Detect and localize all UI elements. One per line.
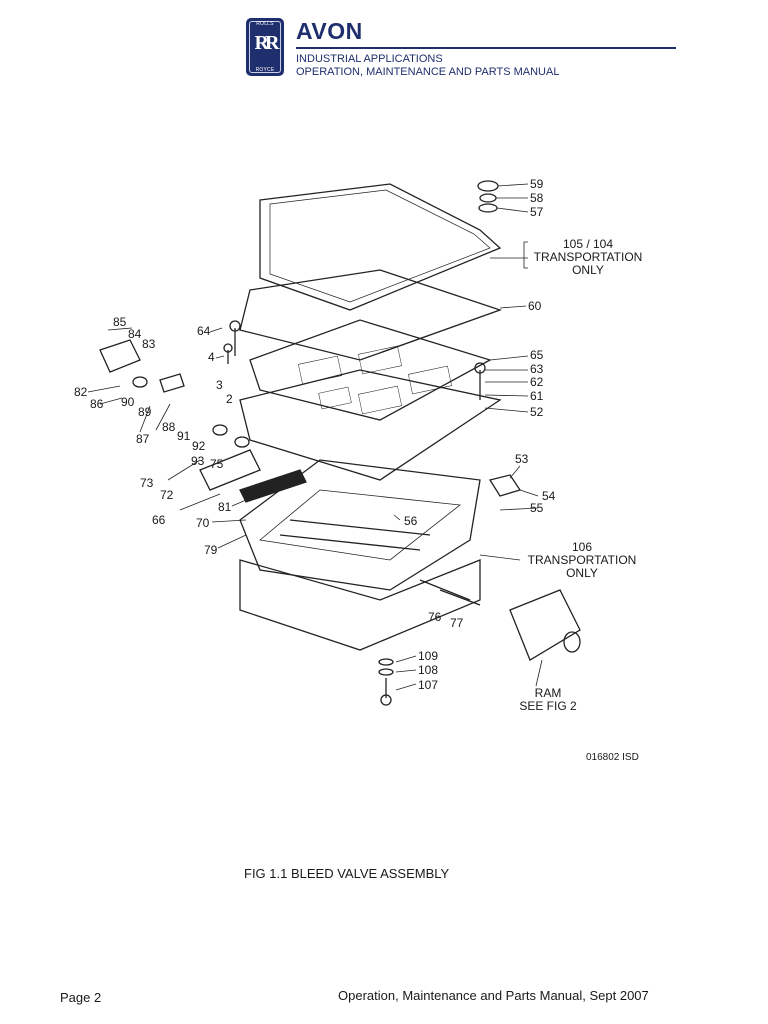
element-81 (239, 469, 307, 503)
top-cover-plate (259, 183, 502, 311)
callout-109: 109 (418, 649, 439, 663)
callout-105-104: 105 / 104 (562, 237, 614, 251)
logo-monogram: RR (254, 32, 280, 54)
callout-105-note-1: TRANSPORTATION (533, 250, 643, 264)
callout-108: 108 (418, 663, 439, 677)
callout-52: 52 (530, 405, 544, 419)
header-rule (296, 47, 676, 49)
callout-62: 62 (530, 375, 544, 389)
callout-64: 64 (197, 324, 211, 338)
manual-title-footer: Operation, Maintenance and Parts Manual,… (338, 988, 649, 1003)
callout-88: 88 (162, 420, 176, 434)
callout-86: 86 (90, 397, 104, 411)
callout-4: 4 (208, 350, 215, 364)
washer-91 (234, 436, 250, 448)
washer-58 (479, 193, 497, 203)
drawing-number: 016802 ISD (586, 752, 639, 763)
ram-fitting (509, 589, 581, 661)
callout-ram: RAM (534, 686, 562, 700)
callout-75: 75 (210, 457, 224, 471)
diagram-drawing (87, 180, 581, 706)
callout-76: 76 (428, 610, 442, 624)
nut-109 (378, 658, 394, 666)
washer-57 (478, 203, 498, 213)
callout-72: 72 (160, 488, 174, 502)
washer-108 (378, 668, 394, 676)
callout-53: 53 (515, 452, 529, 466)
stud-77 (439, 589, 481, 606)
callout-89: 89 (138, 405, 152, 419)
header-subtitle-1: INDUSTRIAL APPLICATIONS (296, 53, 443, 65)
callout-90: 90 (121, 395, 135, 409)
callout-77: 77 (450, 616, 464, 630)
document-header: ROLLS RR ROYCE AVON INDUSTRIAL APPLICATI… (246, 18, 678, 82)
callout-73: 73 (140, 476, 154, 490)
sleeve-89 (159, 373, 185, 393)
callout-107: 107 (418, 678, 439, 692)
callout-57: 57 (530, 205, 544, 219)
frame-52 (239, 369, 502, 481)
callout-58: 58 (530, 191, 544, 205)
callout-3: 3 (216, 378, 223, 392)
callout-56: 56 (404, 514, 418, 528)
callout-84: 84 (128, 327, 142, 341)
stud-76 (419, 579, 471, 601)
callout-65: 65 (530, 348, 544, 362)
logo-bottom-text: ROYCE (255, 67, 275, 73)
callout-92: 92 (192, 439, 206, 453)
callout-106: 106 (571, 540, 593, 554)
gasket-60 (239, 269, 502, 361)
logo-top-text: ROLLS (256, 21, 274, 27)
bracket-53 (488, 474, 522, 497)
callout-79: 79 (204, 543, 218, 557)
ring-90 (132, 376, 148, 388)
lower-tray (239, 459, 481, 591)
housing-82 (99, 339, 141, 373)
callout-ram-ref: SEE FIG 2 (519, 699, 577, 713)
callout-105-note-2: ONLY (572, 263, 604, 277)
callout-55: 55 (530, 501, 544, 515)
callout-59: 59 (530, 177, 544, 191)
callout-81: 81 (218, 500, 232, 514)
callout-70: 70 (196, 516, 210, 530)
callout-106-note-1: TRANSPORTATION (527, 553, 637, 567)
callout-87: 87 (136, 432, 150, 446)
callout-66: 66 (152, 513, 166, 527)
nut-59 (477, 180, 499, 192)
callout-61: 61 (530, 389, 544, 403)
callout-85: 85 (113, 315, 127, 329)
valve-body-66 (199, 449, 261, 491)
figure-caption: FIG 1.1 BLEED VALVE ASSEMBLY (244, 866, 450, 881)
bleed-valve-exploded-diagram: 59 58 57 105 / 104 TRANSPORTATION ONLY 6… (60, 160, 700, 763)
callout-82: 82 (74, 385, 88, 399)
callout-106-note-2: ONLY (566, 566, 598, 580)
grid-plate-65 (249, 319, 492, 421)
callout-54: 54 (542, 489, 556, 503)
brand-title: AVON (296, 18, 363, 44)
page-number: Page 2 (60, 990, 102, 1005)
callout-93: 93 (191, 454, 205, 468)
callout-83: 83 (142, 337, 156, 351)
callout-2: 2 (226, 392, 233, 406)
callout-91: 91 (177, 429, 191, 443)
header-subtitle-2: OPERATION, MAINTENANCE AND PARTS MANUAL (296, 66, 560, 78)
base-housing (239, 559, 481, 651)
washer-92 (212, 424, 228, 436)
callout-60: 60 (528, 299, 542, 313)
rolls-royce-logo: ROLLS RR ROYCE (246, 18, 284, 76)
callout-63: 63 (530, 362, 544, 376)
